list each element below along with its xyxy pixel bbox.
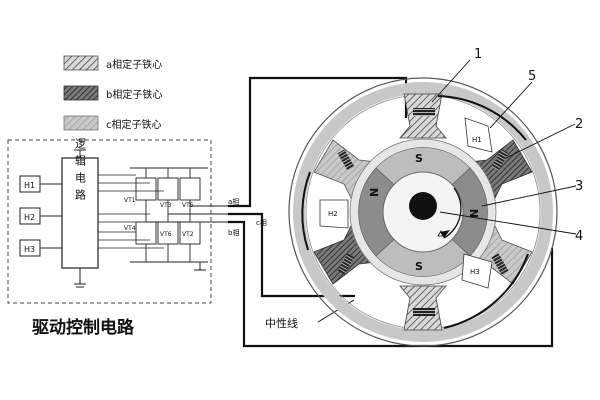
winding-b2: [337, 253, 355, 275]
winding-b1: [491, 149, 509, 171]
legend-label-c: c相定子铁心: [106, 118, 162, 131]
phase-b-label: b相: [228, 228, 239, 237]
transistor-vt5: VT5: [179, 168, 201, 216]
callout-5: 5: [528, 69, 536, 84]
callout-3: 3: [575, 179, 583, 194]
stator-yoke: [293, 82, 553, 342]
gate-signal-lines: [98, 174, 164, 249]
legend-label-a: a相定子铁心: [106, 58, 162, 71]
drive-circuit-title: 驱动控制电路: [32, 317, 135, 338]
motor-housing: [288, 77, 558, 347]
legend: a相定子铁心 b相定子铁心 c相定子铁心: [63, 55, 162, 131]
transistor-label: VT1: [124, 197, 136, 204]
callout-4: 4: [575, 229, 583, 244]
hall-input-h1: H1: [19, 175, 62, 193]
transistor-vt4: VT4: [124, 221, 157, 262]
drive-circuit-border: [7, 139, 212, 304]
hall-sensor-label: H1: [472, 136, 482, 144]
transistor-label: VT6: [160, 231, 172, 238]
hall-input-h2: H2: [19, 207, 62, 225]
rotor-shaft: [409, 192, 437, 220]
legend-item-a: a相定子铁心: [63, 55, 162, 71]
neutral-label: 中性线: [265, 316, 298, 330]
winding-a1: [413, 108, 435, 116]
inverter-bridge: VT1 VT3 VT5 VT4: [124, 167, 228, 271]
hall-sensor-label: H2: [328, 210, 338, 218]
transistor-vt6: VT6: [157, 221, 179, 262]
winding-a2: [413, 308, 435, 316]
callout-leaders: [431, 59, 577, 235]
hall-sensor-label: H3: [470, 268, 480, 276]
transistor-vt2: VT2: [179, 221, 201, 262]
legend-swatch-a: [63, 55, 99, 71]
hall-sensor-h3: H3: [461, 253, 493, 289]
winding-c1: [337, 149, 355, 171]
legend-label-b: b相定子铁心: [106, 88, 162, 101]
rotation-arrowhead: [440, 230, 450, 238]
motor: S S N N H1 H2 H3: [288, 77, 558, 347]
pole-label-right: N: [468, 209, 481, 218]
phase-a-label: a相: [228, 197, 239, 206]
transistor-label: VT2: [182, 231, 194, 238]
legend-swatch-c: [63, 115, 99, 131]
transistor-vt1: VT1: [124, 168, 157, 216]
hall-input-label: H3: [24, 245, 35, 254]
callout-1: 1: [474, 47, 482, 62]
coil-interconnects: [301, 95, 529, 329]
drive-circuit: H1 H2 H3 逻辑电路: [7, 138, 228, 338]
transistor-label: VT5: [182, 202, 194, 209]
legend-item-c: c相定子铁心: [63, 115, 162, 131]
winding-c2: [491, 253, 509, 275]
pole-label-top: S: [415, 152, 423, 165]
hall-sensor-h2: H2: [319, 199, 349, 229]
callout-2: 2: [575, 117, 583, 132]
pole-label-left: N: [368, 188, 381, 197]
hall-input-label: H1: [24, 181, 35, 190]
logic-circuit-label: 逻辑电路: [74, 138, 87, 206]
phase-c-wire: [228, 212, 355, 298]
hall-input-h3: H3: [19, 239, 62, 257]
legend-swatch-b: [63, 85, 99, 101]
transistor-vt3: VT3: [157, 168, 179, 216]
rotation-marker: [437, 230, 445, 237]
legend-item-b: b相定子铁心: [63, 85, 162, 101]
hall-sensor-h1: H1: [464, 117, 493, 153]
transistor-label: VT3: [160, 202, 172, 209]
transistor-label: VT4: [124, 225, 136, 232]
pole-label-bottom: S: [415, 260, 423, 273]
hall-input-label: H2: [24, 213, 35, 222]
phase-b-wire: [228, 220, 554, 348]
